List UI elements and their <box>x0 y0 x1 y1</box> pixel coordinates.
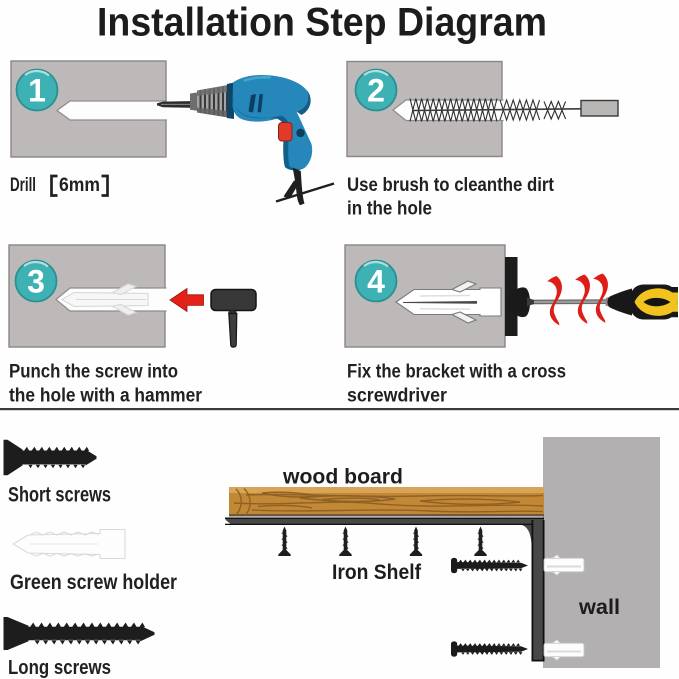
svg-text:wood board: wood board <box>282 466 403 489</box>
svg-text:Short screws: Short screws <box>8 484 111 507</box>
svg-text:in the hole: in the hole <box>347 198 432 220</box>
svg-text:Long screws: Long screws <box>8 657 111 679</box>
svg-text:Punch the screw into: Punch the screw into <box>9 361 178 383</box>
svg-text:Iron Shelf: Iron Shelf <box>332 561 422 584</box>
svg-text:screwdriver: screwdriver <box>347 385 447 407</box>
svg-text:6mm: 6mm <box>59 174 100 196</box>
svg-text:Drill: Drill <box>10 174 36 196</box>
svg-text:Green screw holder: Green screw holder <box>10 571 177 594</box>
svg-text:1: 1 <box>28 73 46 109</box>
svg-text:4: 4 <box>367 264 385 300</box>
svg-text:3: 3 <box>27 264 45 300</box>
svg-text:Installation Step Diagram: Installation Step Diagram <box>97 1 547 45</box>
svg-text:the hole with a hammer: the hole with a hammer <box>9 385 202 407</box>
svg-text:wall: wall <box>578 596 620 619</box>
svg-text:2: 2 <box>367 73 385 109</box>
svg-text:Use brush to cleanthe dirt: Use brush to cleanthe dirt <box>347 174 554 196</box>
svg-text:Fix the bracket with a cross: Fix the bracket with a cross <box>347 361 566 383</box>
